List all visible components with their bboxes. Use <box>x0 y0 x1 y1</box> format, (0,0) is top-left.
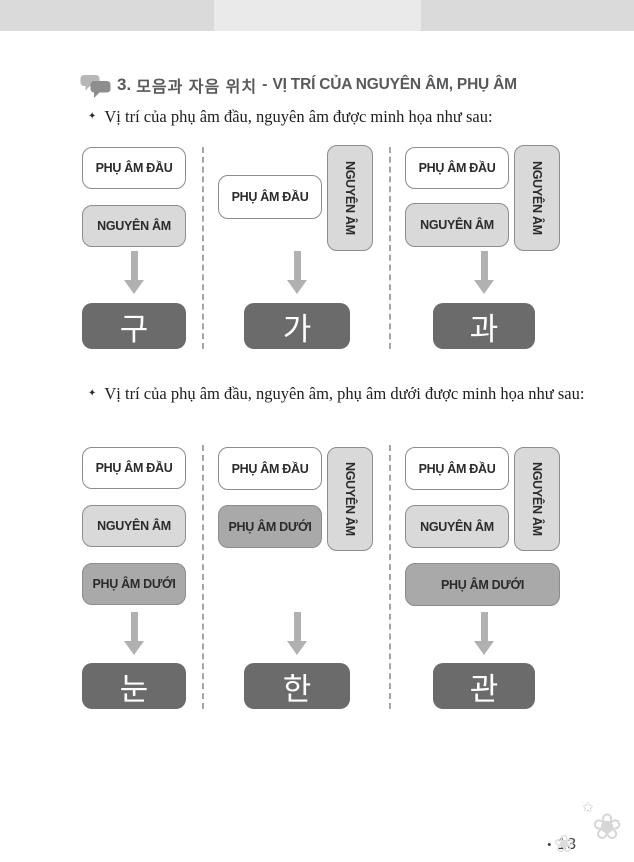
down-arrow-icon <box>82 612 186 656</box>
corner-decoration: ✩ ❀ ❀ <box>554 800 634 862</box>
intro-bullet-1-text: Vị trí của phụ âm đầu, nguyên âm được mi… <box>104 107 493 126</box>
bullet-diamond-icon: ✦ <box>88 111 97 122</box>
vowel-box: NGUYÊN ÂM <box>405 505 509 548</box>
intro-bullet-2-text: Vị trí của phụ âm đầu, nguyên âm, phụ âm… <box>104 384 585 403</box>
syllable-box: 구 <box>82 303 186 349</box>
section-title-vietnamese: VỊ TRÍ CỦA NGUYÊN ÂM, PHỤ ÂM <box>272 76 517 93</box>
bullet-diamond-icon: ✦ <box>88 388 97 399</box>
final-consonant-box: PHỤ ÂM DƯỚI <box>82 563 186 605</box>
vowel-box: NGUYÊN ÂM <box>82 205 186 247</box>
syllable-box: 눈 <box>82 663 186 709</box>
vowel-box-vertical: NGUYÊN ÂM <box>327 145 373 251</box>
down-arrow-icon <box>244 612 350 656</box>
initial-consonant-box: PHỤ ÂM ĐẦU <box>82 447 186 489</box>
final-consonant-box: PHỤ ÂM DƯỚI <box>218 505 322 548</box>
flower-icon: ❀ <box>554 832 575 858</box>
dashed-divider <box>389 445 391 709</box>
vowel-box: NGUYÊN ÂM <box>82 505 186 547</box>
star-icon: ✩ <box>582 801 594 816</box>
page-number-dot: • <box>547 839 552 851</box>
speech-bubbles-icon <box>80 75 111 98</box>
section-title-korean: 모음과 자음 위치 <box>136 79 258 96</box>
intro-bullet-1: ✦ Vị trí của phụ âm đầu, nguyên âm được … <box>88 106 493 128</box>
initial-consonant-box: PHỤ ÂM ĐẦU <box>218 447 322 490</box>
vowel-box: NGUYÊN ÂM <box>405 203 509 247</box>
down-arrow-icon <box>244 251 350 295</box>
syllable-box: 한 <box>244 663 350 709</box>
topbar-segment-right <box>421 0 634 31</box>
title-separator: - <box>262 76 268 93</box>
page-number: • 13 <box>547 836 577 854</box>
flower-icon: ❀ <box>592 807 623 847</box>
diagram-row-initial-vowel: PHỤ ÂM ĐẦU NGUYÊN ÂM 구 PHỤ ÂM ĐẦU NGUYÊN… <box>0 145 634 351</box>
page-number-value: 13 <box>557 836 577 853</box>
dashed-divider <box>389 147 391 349</box>
syllable-box: 관 <box>433 663 535 709</box>
initial-consonant-box: PHỤ ÂM ĐẦU <box>405 447 509 490</box>
initial-consonant-box: PHỤ ÂM ĐẦU <box>405 147 509 189</box>
vowel-box-vertical: NGUYÊN ÂM <box>327 447 373 551</box>
initial-consonant-box: PHỤ ÂM ĐẦU <box>218 175 322 219</box>
diagram-row-initial-vowel-final: PHỤ ÂM ĐẦU NGUYÊN ÂM PHỤ ÂM DƯỚI 눈 PHỤ Â… <box>0 445 634 711</box>
top-decorative-bar <box>0 0 634 31</box>
initial-consonant-box: PHỤ ÂM ĐẦU <box>82 147 186 189</box>
dashed-divider <box>202 445 204 709</box>
syllable-box: 과 <box>433 303 535 349</box>
down-arrow-icon <box>82 251 186 295</box>
section-heading: 3. 모음과 자음 위치 - VỊ TRÍ CỦA NGUYÊN ÂM, PHỤ… <box>80 72 517 98</box>
syllable-box: 가 <box>244 303 350 349</box>
final-consonant-box-wide: PHỤ ÂM DƯỚI <box>405 563 560 606</box>
section-number: 3. <box>117 75 132 94</box>
vowel-box-vertical: NGUYÊN ÂM <box>514 145 560 251</box>
down-arrow-icon <box>433 251 535 295</box>
topbar-segment-left <box>0 0 214 31</box>
down-arrow-icon <box>433 612 535 656</box>
intro-bullet-2: ✦ Vị trí của phụ âm đầu, nguyên âm, phụ … <box>88 383 586 405</box>
topbar-segment-middle <box>214 0 421 31</box>
vowel-box-vertical: NGUYÊN ÂM <box>514 447 560 551</box>
dashed-divider <box>202 147 204 349</box>
